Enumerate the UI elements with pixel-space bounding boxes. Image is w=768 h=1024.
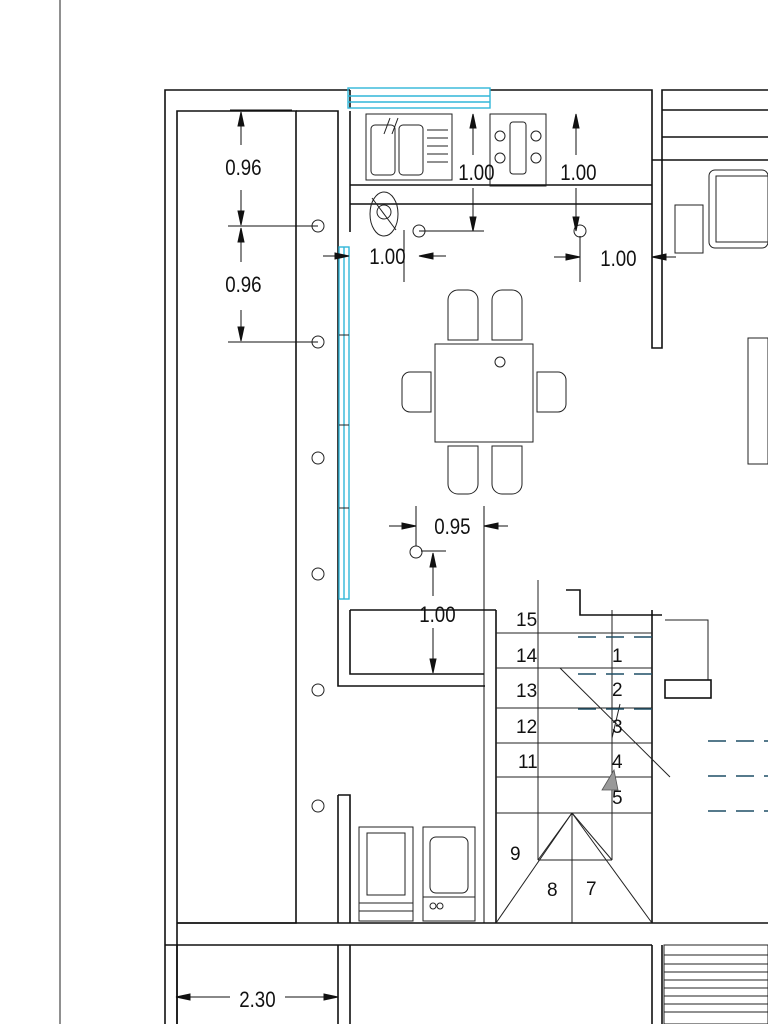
stove xyxy=(489,113,547,187)
dim-pantry-depth: 1.00 xyxy=(419,604,455,628)
dim-stove-depth: 1.00 xyxy=(560,162,596,186)
sofa-fragment xyxy=(674,169,768,254)
landing-wall xyxy=(664,619,712,699)
dim-sink-depth: 1.00 xyxy=(458,162,494,186)
hidden-lines xyxy=(578,636,768,812)
dining-table xyxy=(434,343,534,443)
dim-bottom-width: 2.30 xyxy=(239,989,275,1013)
wall-cabinet xyxy=(747,337,768,465)
step-15: 15 xyxy=(516,610,537,631)
step-12: 12 xyxy=(516,717,537,738)
step-14: 14 xyxy=(516,646,538,667)
step-9: 9 xyxy=(510,844,521,865)
floor-grille xyxy=(663,944,768,1024)
dim-left-clearance: 1.00 xyxy=(369,246,405,270)
step-11: 11 xyxy=(518,752,538,773)
step-1: 1 xyxy=(612,646,623,667)
chairs xyxy=(401,289,567,495)
step-7: 7 xyxy=(586,879,597,900)
dim-right-clearance: 1.00 xyxy=(600,248,636,272)
dim-lower-vertical: 0.96 xyxy=(225,274,261,298)
step-8: 8 xyxy=(547,880,558,901)
person-figure xyxy=(369,191,399,237)
stair-direction-arrow xyxy=(601,768,619,791)
step-5: 5 xyxy=(612,788,623,809)
staircase xyxy=(495,580,671,924)
appliance-dryer xyxy=(422,826,476,922)
step-4: 4 xyxy=(612,752,623,773)
step-13: 13 xyxy=(516,681,537,702)
walls xyxy=(164,89,768,1024)
step-2: 2 xyxy=(612,680,623,701)
ceiling-points xyxy=(311,219,587,813)
step-3: 3 xyxy=(612,717,623,738)
dim-upper-vertical: 0.96 xyxy=(225,157,261,181)
dimension-lines xyxy=(175,109,676,1001)
sink xyxy=(365,113,453,181)
stair-numbers: 15 14 13 12 11 9 8 7 1 2 3 4 5 xyxy=(510,610,623,901)
window-side xyxy=(338,246,350,600)
window-top xyxy=(347,87,491,109)
dim-table-clearance: 0.95 xyxy=(434,516,470,540)
appliance-washer xyxy=(358,826,414,922)
